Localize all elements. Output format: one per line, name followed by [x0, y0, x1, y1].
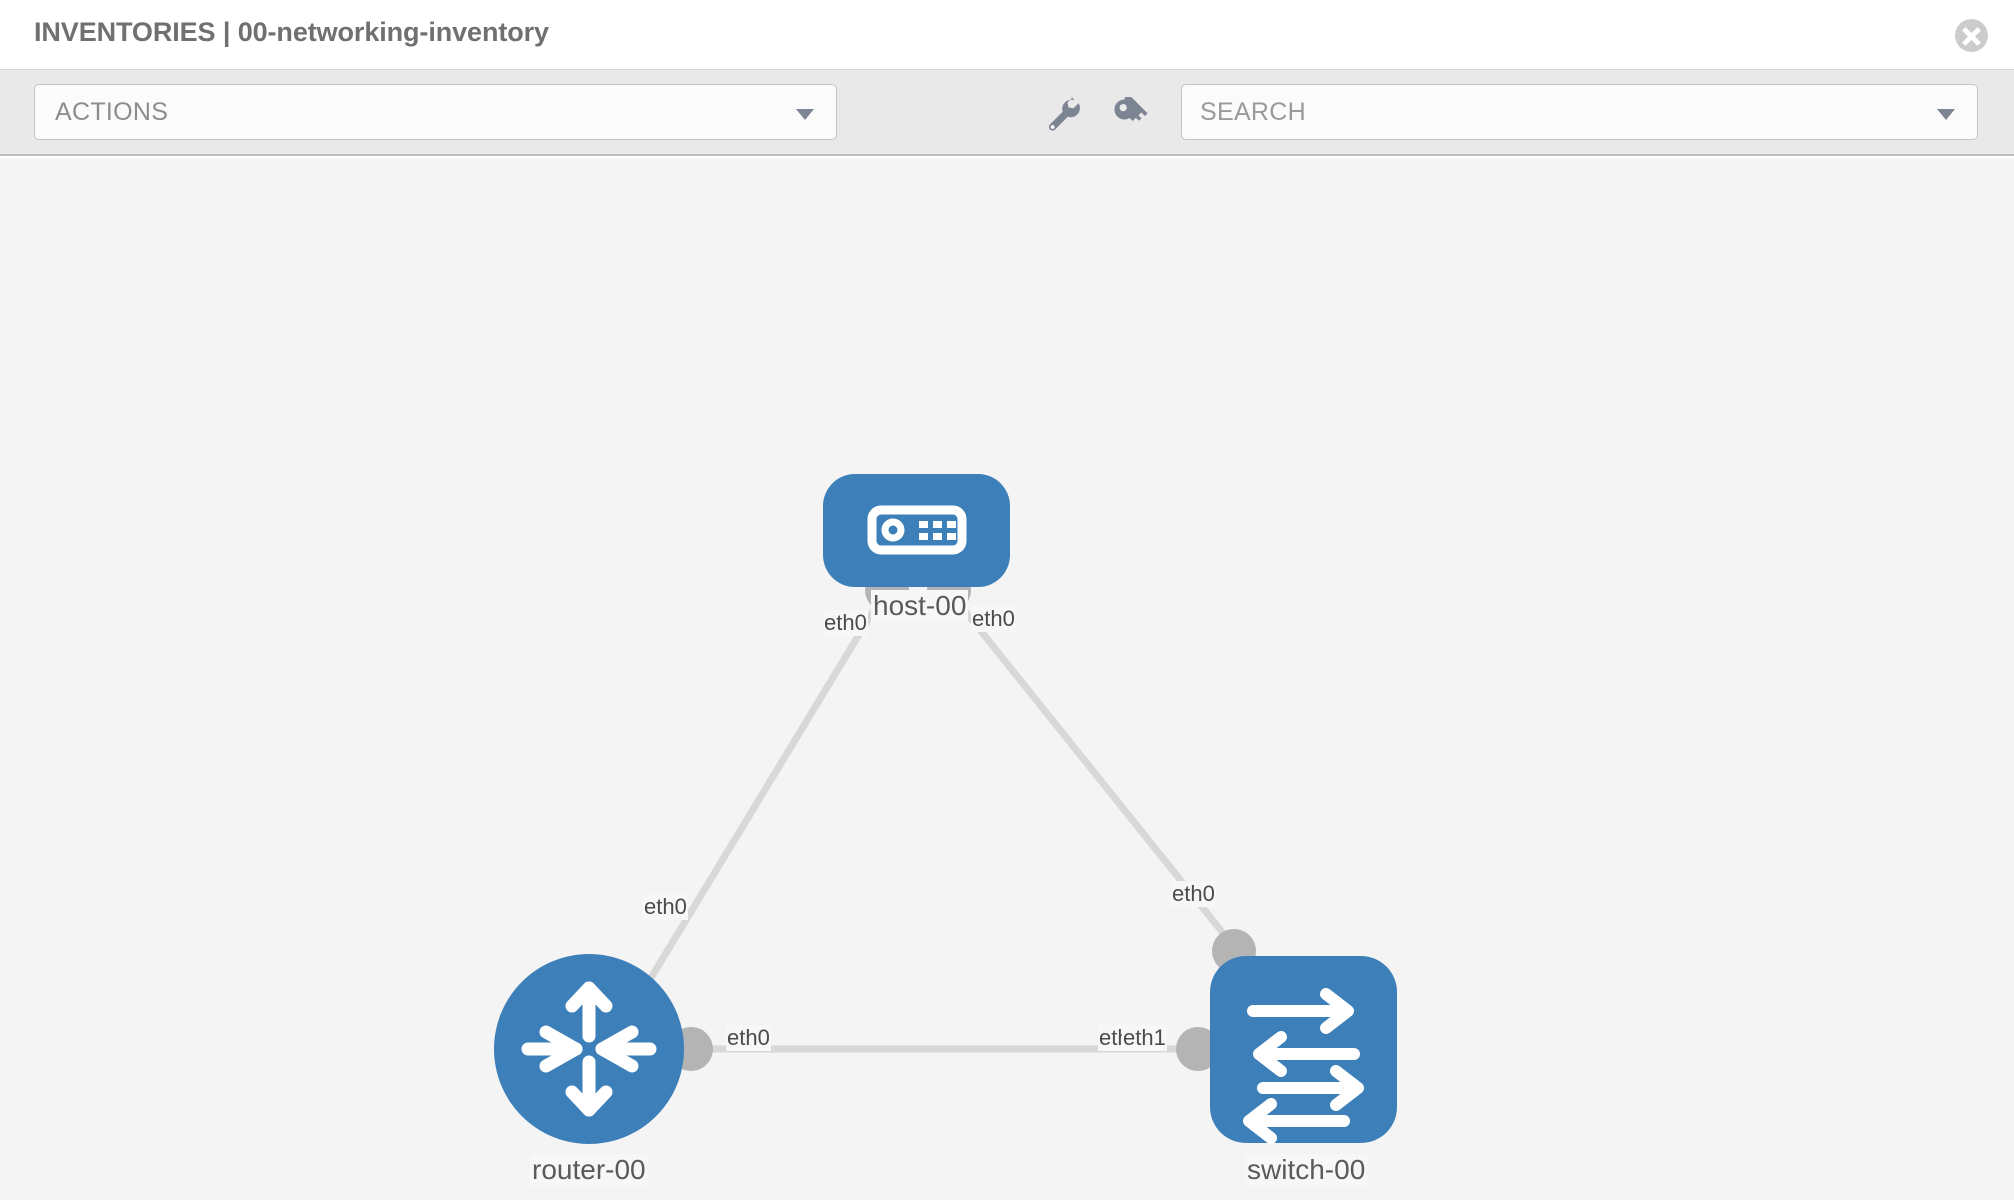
node-label-router-00: router-00 — [530, 1154, 648, 1186]
port-label: eth0 — [971, 606, 1016, 632]
search-input[interactable]: SEARCH — [1181, 84, 1978, 140]
router-arrows-icon — [521, 981, 657, 1117]
actions-dropdown[interactable]: ACTIONS — [34, 84, 837, 140]
wrench-icon[interactable] — [1044, 96, 1082, 139]
port-label: eth1 — [1122, 1025, 1167, 1051]
server-icon — [867, 505, 967, 555]
node-switch-00 — [1210, 956, 1397, 1144]
node-label-host-00: host-00 — [871, 590, 969, 622]
topology-graph — [494, 474, 1397, 1144]
port-switch00-eth1 — [1176, 1027, 1220, 1071]
port-label: eth0 — [1171, 881, 1216, 907]
page-header: INVENTORIES | 00-networking-inventory — [0, 0, 2014, 70]
key-icon[interactable] — [1111, 95, 1149, 140]
port-label: eth0 — [823, 610, 868, 636]
actions-dropdown-label: ACTIONS — [55, 98, 169, 126]
search-placeholder: SEARCH — [1200, 98, 1306, 126]
topology-canvas[interactable]: eth0 eth0 eth0 eth0 eth0 eth0 eth1 host-… — [0, 158, 2014, 1200]
switch-arrows-icon — [1243, 988, 1364, 1144]
topology-ports — [669, 568, 1256, 1071]
node-router-00 — [494, 954, 684, 1144]
close-icon[interactable] — [1955, 19, 1988, 52]
chevron-down-icon — [796, 109, 814, 120]
page-title: INVENTORIES | 00-networking-inventory — [34, 17, 549, 47]
node-label-switch-00: switch-00 — [1245, 1154, 1368, 1186]
topology-edges — [637, 587, 1246, 1053]
port-label: eth0 — [643, 894, 688, 920]
edge-host00-router00 — [637, 588, 889, 998]
port-label: eth0 — [726, 1025, 771, 1051]
chevron-down-icon[interactable] — [1937, 109, 1955, 120]
node-host-00 — [823, 474, 1010, 587]
